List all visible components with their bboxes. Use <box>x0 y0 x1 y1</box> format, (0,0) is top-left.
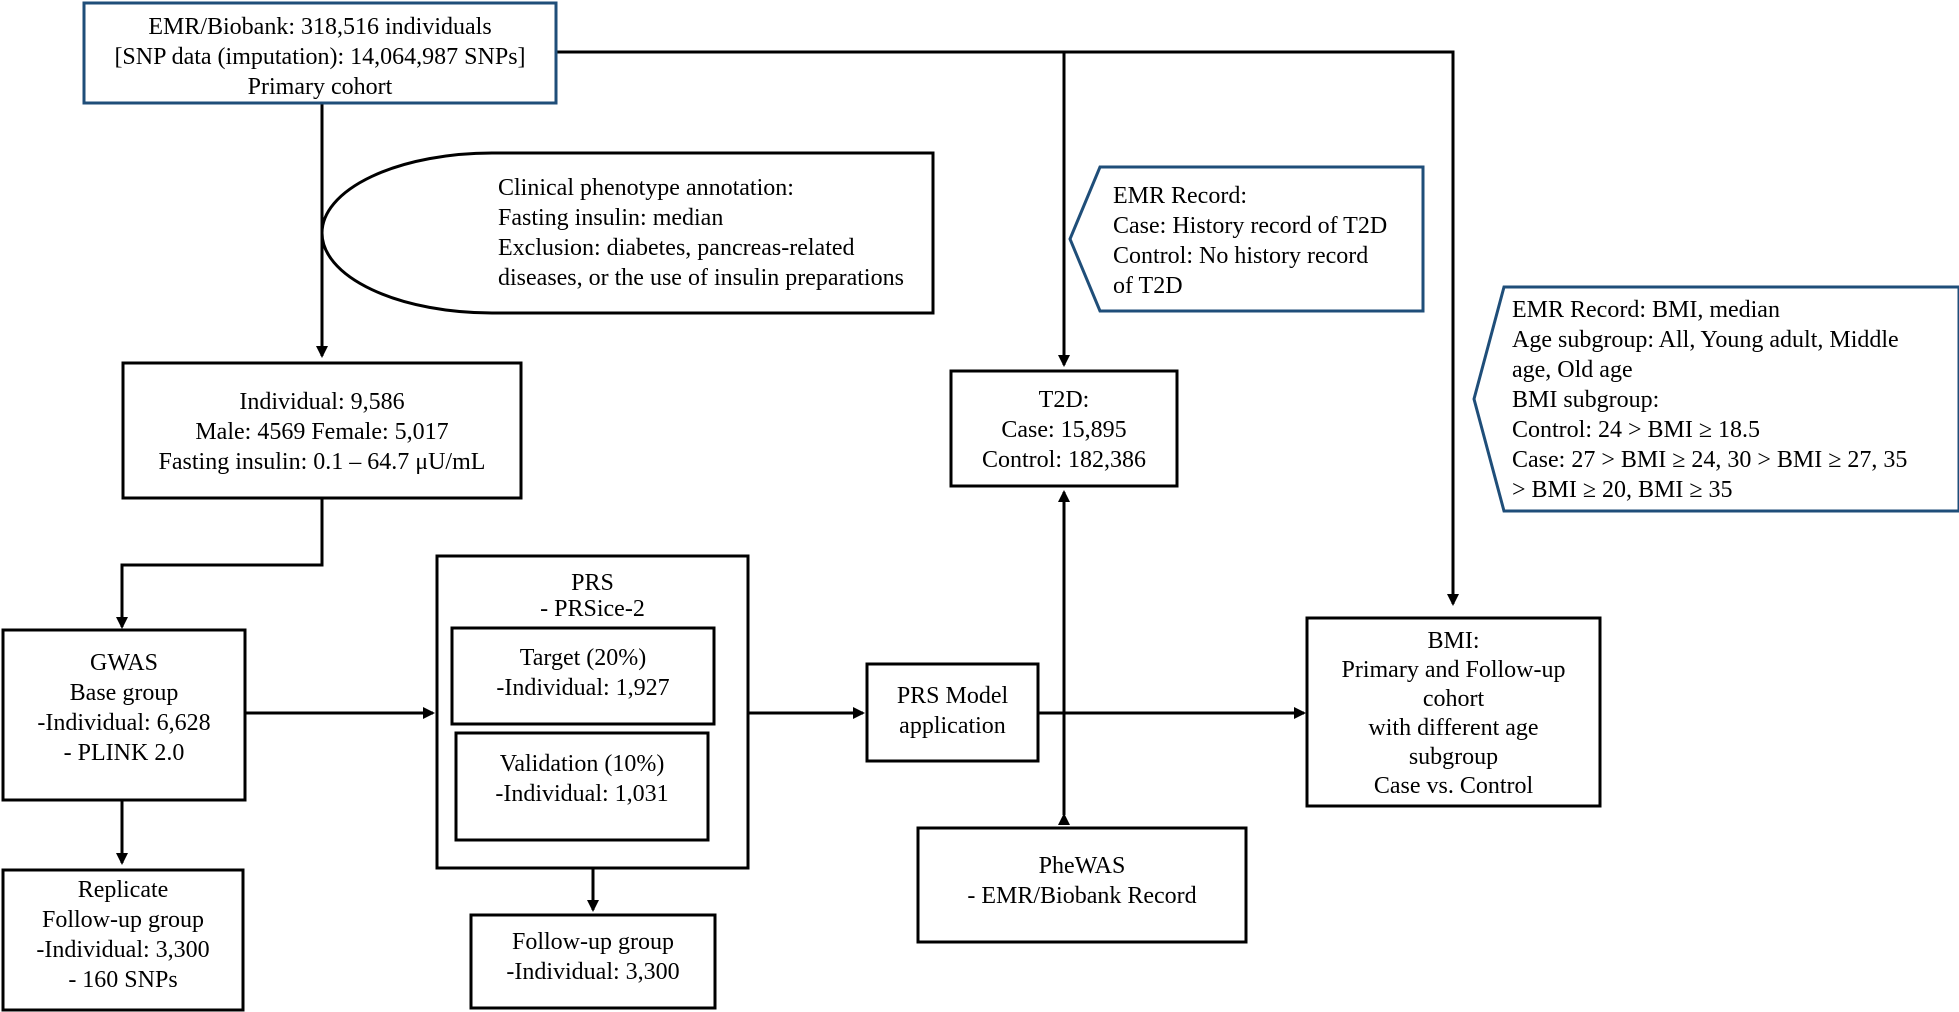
emr-t2d-line-4: of T2D <box>1113 273 1183 299</box>
target-line-2: -Individual: 1,927 <box>496 675 669 701</box>
followup-line-1: Follow-up group <box>512 929 674 955</box>
prs-line-1: PRS <box>571 570 614 596</box>
phewas-box <box>916 826 1248 944</box>
emr-t2d-line-1: EMR Record: <box>1113 183 1247 209</box>
bmi-line-1: BMI: <box>1427 628 1479 654</box>
target-line-1: Target (20%) <box>520 645 647 671</box>
prs-model-line-2: application <box>899 713 1006 739</box>
phewas-line-2: - EMR/Biobank Record <box>967 883 1196 909</box>
emr-bmi-line-3: age, Old age <box>1512 357 1633 383</box>
edge-individual-to-gwas <box>116 498 324 629</box>
replicate-line-3: -Individual: 3,300 <box>36 937 209 963</box>
emr-bmi-line-5: Control: 24 > BMI ≥ 18.5 <box>1512 417 1760 443</box>
t2d-box <box>949 369 1179 488</box>
primary-line-2: [SNP data (imputation): 14,064,987 SNPs] <box>114 44 525 70</box>
emr-t2d-line-3: Control: No history record <box>1113 243 1368 269</box>
primary-line-3: Primary cohort <box>248 74 393 100</box>
gwas-node: GWAS Base group -Individual: 6,628 - PLINK … <box>1 628 247 802</box>
prs-model-box <box>865 662 1040 763</box>
target-node: Target (20%) -Individual: 1,927 <box>450 626 716 726</box>
emr-t2d-callout <box>1068 165 1425 313</box>
t2d-line-2: Case: 15,895 <box>1001 417 1126 443</box>
primary-line-1: EMR/Biobank: 318,516 individuals <box>148 14 491 40</box>
phenotype-box <box>320 151 935 315</box>
gwas-line-1: GWAS <box>90 650 158 676</box>
t2d-line-1: T2D: <box>1039 387 1090 413</box>
followup-box <box>469 913 717 1010</box>
phenotype-node: Clinical phenotype annotation: Fasting in… <box>320 151 935 315</box>
gwas-line-4: - PLINK 2.0 <box>64 740 185 766</box>
prs-line-2: - PRSice-2 <box>540 596 645 622</box>
emr-bmi-line-1: EMR Record: BMI, median <box>1512 297 1780 323</box>
replicate-box <box>1 868 245 1012</box>
replicate-line-4: - 160 SNPs <box>68 967 177 993</box>
phenotype-line-3: Exclusion: diabetes, pancreas-related <box>498 235 855 261</box>
phenotype-line-1: Clinical phenotype annotation: <box>498 175 794 201</box>
replicate-line-1: Replicate <box>78 877 169 903</box>
t2d-line-3: Control: 182,386 <box>982 447 1146 473</box>
emr-bmi-callout <box>1472 285 1959 513</box>
emr-t2d-line-2: Case: History record of T2D <box>1113 213 1387 239</box>
validation-line-2: -Individual: 1,031 <box>495 781 668 807</box>
prs-model-node: PRS Model application <box>865 662 1040 763</box>
gwas-box <box>1 628 247 802</box>
replicate-line-2: Follow-up group <box>42 907 204 933</box>
followup-line-2: -Individual: 3,300 <box>506 959 679 985</box>
prs-model-line-1: PRS Model <box>897 683 1009 709</box>
target-box <box>450 626 716 726</box>
individual-line-2: Male: 4569 Female: 5,017 <box>195 419 448 445</box>
primary-node: EMR/Biobank: 318,516 individuals [SNP dat… <box>82 1 558 105</box>
bmi-line-3: cohort <box>1423 686 1485 712</box>
bmi-line-6: Case vs. Control <box>1374 773 1534 799</box>
phewas-line-1: PheWAS <box>1039 853 1126 879</box>
individual-line-3: Fasting insulin: 0.1 – 64.7 μU/mL <box>159 449 486 475</box>
bmi-line-2: Primary and Follow-up <box>1342 657 1566 683</box>
bmi-line-4: with different age <box>1368 715 1538 741</box>
bmi-line-5: subgroup <box>1409 744 1498 770</box>
emr-bmi-line-6: Case: 27 > BMI ≥ 24, 30 > BMI ≥ 27, 35 <box>1512 447 1907 473</box>
individual-line-1: Individual: 9,586 <box>239 389 404 415</box>
primary-box <box>82 1 558 105</box>
emr-bmi-line-4: BMI subgroup: <box>1512 387 1659 413</box>
validation-node: Validation (10%) -Individual: 1,031 <box>454 731 710 842</box>
bmi-box <box>1305 616 1602 808</box>
edge-primary-to-bmi <box>556 50 1459 606</box>
emr-bmi-line-7: > BMI ≥ 20, BMI ≥ 35 <box>1512 477 1733 503</box>
phewas-node: PheWAS - EMR/Biobank Record <box>916 826 1248 944</box>
individual-box <box>121 361 523 500</box>
validation-line-1: Validation (10%) <box>500 751 665 777</box>
emr-bmi-line-2: Age subgroup: All, Young adult, Middle <box>1512 327 1899 353</box>
gwas-line-2: Base group <box>70 680 179 706</box>
validation-box <box>454 731 710 842</box>
gwas-line-3: -Individual: 6,628 <box>37 710 210 736</box>
emr-t2d-node: EMR Record: Case: History record of T2D Co… <box>1068 165 1425 313</box>
phenotype-line-4: diseases, or the use of insulin preparat… <box>498 265 904 291</box>
bmi-node: BMI: Primary and Follow-up cohort with diff… <box>1305 616 1602 808</box>
phenotype-line-2: Fasting insulin: median <box>498 205 723 231</box>
followup-node: Follow-up group -Individual: 3,300 <box>469 913 717 1010</box>
